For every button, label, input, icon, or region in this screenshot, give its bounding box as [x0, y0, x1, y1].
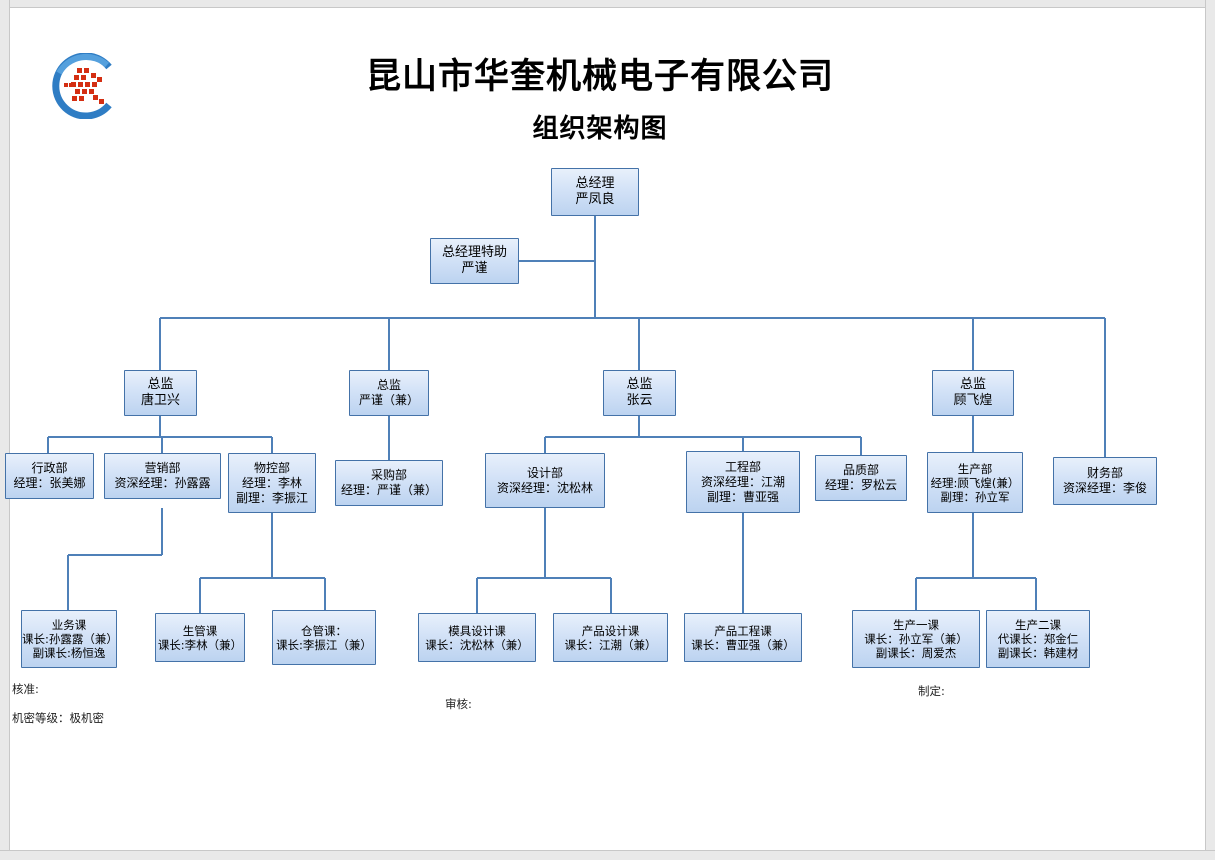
- node-line: 课长：孙立军（兼）: [864, 632, 968, 646]
- node-line: 资深经理：江潮: [700, 474, 785, 489]
- node-dept-engineering[interactable]: 工程部 资深经理：江潮 副理：曹亚强: [686, 451, 800, 513]
- node-section-warehouse[interactable]: 仓管课： 课长:李振江（兼）: [272, 610, 376, 665]
- page-frame-bottom: [0, 850, 1215, 860]
- node-line: 品质部: [842, 463, 879, 477]
- node-dept-material-control[interactable]: 物控部 经理：李林 副理：李振江: [228, 453, 316, 513]
- node-line: 副课长：周爱杰: [875, 646, 957, 660]
- node-line: 资深经理：沈松林: [496, 480, 593, 495]
- node-line: 经理：罗松云: [824, 478, 897, 492]
- node-dept-finance[interactable]: 财务部 资深经理：李俊: [1053, 457, 1157, 505]
- node-dept-design[interactable]: 设计部 资深经理：沈松林: [485, 453, 605, 508]
- page-frame-top: [0, 0, 1215, 8]
- node-line: 总监: [626, 377, 653, 392]
- node-dept-quality[interactable]: 品质部 经理：罗松云: [815, 455, 907, 501]
- node-line: 张云: [626, 393, 653, 408]
- node-general-manager[interactable]: 总经理 严凤良: [551, 168, 639, 216]
- node-line: 总监: [147, 377, 174, 392]
- node-section-product-design[interactable]: 产品设计课 课长：江潮（兼）: [553, 613, 668, 662]
- node-line: 模具设计课: [448, 623, 506, 638]
- node-line: 资深经理：孙露露: [114, 476, 211, 490]
- node-line: 总经理: [575, 176, 615, 191]
- node-director-gu[interactable]: 总监 顾飞煌: [932, 370, 1014, 416]
- node-line: 经理：李林: [241, 475, 302, 490]
- node-line: 代课长：郑金仁: [997, 632, 1079, 646]
- node-section-product-engineering[interactable]: 产品工程课 课长：曹亚强（兼）: [684, 613, 802, 662]
- node-line: 经理:顾飞煌(兼）: [930, 475, 1020, 490]
- node-section-production-planning[interactable]: 生管课 课长:李林（兼）: [155, 613, 245, 662]
- node-line: 课长:孙露露（兼）: [22, 632, 117, 646]
- node-line: 仓管课：: [301, 623, 347, 638]
- page-frame-right: [1205, 0, 1215, 860]
- node-line: 严谨（兼）: [358, 393, 419, 407]
- node-line: 采购部: [370, 468, 407, 482]
- node-line: 业务课: [51, 618, 87, 632]
- node-line: 课长：沈松林（兼）: [425, 637, 529, 652]
- node-line: 副理：孙立军: [940, 489, 1010, 504]
- node-director-yan[interactable]: 总监 严谨（兼）: [349, 370, 429, 416]
- page-title: 昆山市华奎机械电子有限公司: [365, 56, 834, 97]
- node-line: 工程部: [724, 459, 761, 474]
- node-section-business[interactable]: 业务课 课长:孙露露（兼） 副课长:杨恒逸: [21, 610, 117, 668]
- footer-confidential-level: 机密等级：极机密: [12, 711, 104, 725]
- node-line: 行政部: [31, 461, 68, 475]
- node-line: 财务部: [1086, 466, 1123, 480]
- node-dept-sales[interactable]: 营销部 资深经理：孙露露: [104, 453, 221, 499]
- node-line: 严凤良: [575, 192, 615, 207]
- node-line: 唐卫兴: [140, 393, 180, 408]
- page-subtitle: 组织架构图: [532, 114, 668, 144]
- node-line: 副课长：韩建材: [997, 646, 1079, 660]
- node-director-tang[interactable]: 总监 唐卫兴: [124, 370, 197, 416]
- node-dept-administration[interactable]: 行政部 经理：张美娜: [5, 453, 94, 499]
- node-line: 课长：曹亚强（兼）: [691, 637, 795, 652]
- node-line: 副理：曹亚强: [706, 489, 779, 504]
- node-line: 生产二课: [1015, 618, 1061, 632]
- footer-review: 审核:: [445, 697, 472, 711]
- node-dept-purchasing[interactable]: 采购部 经理：严谨（兼）: [335, 460, 443, 506]
- node-section-mold-design[interactable]: 模具设计课 课长：沈松林（兼）: [418, 613, 536, 662]
- node-line: 课长:李振江（兼）: [276, 637, 372, 652]
- footer-prepare: 制定:: [918, 684, 945, 698]
- node-line: 经理：严谨（兼）: [340, 483, 437, 497]
- node-dept-production[interactable]: 生产部 经理:顾飞煌(兼） 副理：孙立军: [927, 452, 1023, 513]
- node-line: 营销部: [144, 461, 181, 475]
- node-line: 课长:李林（兼）: [157, 637, 243, 652]
- node-line: 经理：张美娜: [13, 476, 86, 490]
- node-line: 副课长:杨恒逸: [32, 646, 106, 660]
- node-line: 设计部: [526, 465, 563, 480]
- node-line: 生管课: [182, 623, 218, 638]
- node-section-production-1[interactable]: 生产一课 课长：孙立军（兼） 副课长：周爱杰: [852, 610, 980, 668]
- node-line: 严谨: [461, 261, 488, 276]
- node-line: 产品工程课: [714, 623, 772, 638]
- company-logo-icon: [52, 53, 112, 119]
- node-line: 产品设计课: [581, 623, 640, 638]
- node-line: 物控部: [253, 460, 290, 475]
- node-line: 总监: [959, 377, 986, 392]
- node-line: 资深经理：李俊: [1062, 481, 1147, 495]
- node-line: 总经理特助: [441, 245, 507, 260]
- node-gm-assistant[interactable]: 总经理特助 严谨: [430, 238, 519, 284]
- footer-approve: 核准:: [12, 682, 39, 696]
- node-line: 总监: [376, 378, 401, 392]
- node-section-production-2[interactable]: 生产二课 代课长：郑金仁 副课长：韩建材: [986, 610, 1090, 668]
- node-line: 生产一课: [893, 618, 939, 632]
- node-line: 副理：李振江: [235, 490, 308, 505]
- node-line: 课长：江潮（兼）: [564, 637, 657, 652]
- page-frame-left: [0, 0, 10, 860]
- node-line: 顾飞煌: [953, 393, 993, 408]
- node-line: 生产部: [957, 461, 993, 476]
- node-director-zhang[interactable]: 总监 张云: [603, 370, 676, 416]
